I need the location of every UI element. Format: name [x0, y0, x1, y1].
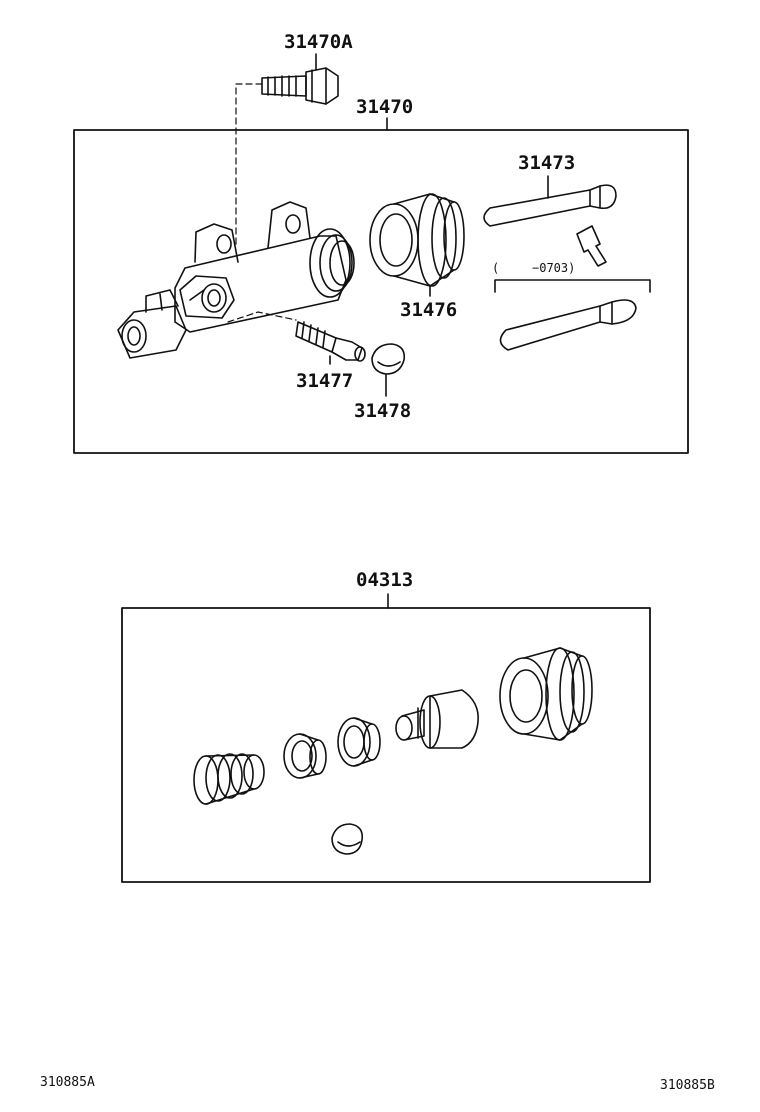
callout-31473: 31473: [518, 152, 576, 174]
piston-cup-part: [283, 733, 327, 779]
push-rod-part: [483, 175, 617, 227]
callout-31470: 31470: [356, 96, 414, 118]
cap-part: [371, 343, 406, 397]
direction-arrow: [576, 225, 607, 267]
callout-31477: 31477: [296, 370, 354, 392]
callout-31476: 31476: [400, 299, 458, 321]
kit-boot-part: [499, 647, 593, 741]
applicability-bracket: [494, 279, 651, 293]
cylinder-assembly-frame: [73, 129, 689, 454]
callout-31478: 31478: [354, 400, 412, 422]
callout-31470A: 31470A: [284, 31, 353, 53]
applicability-note-range: −0703): [532, 261, 576, 275]
kit-cap-part: [331, 823, 364, 855]
slave-cylinder-body: [117, 201, 355, 359]
callout-04313: 04313: [356, 569, 414, 591]
illustration-code-right: 310885B: [660, 1078, 715, 1093]
bolt-guide-dashed: [235, 83, 263, 247]
plug-guide-dashed: [227, 311, 297, 323]
alternate-push-rod-part: [499, 299, 637, 351]
piston-part: [395, 689, 479, 749]
illustration-code-left: 310885A: [40, 1075, 95, 1090]
repair-kit-frame: [121, 607, 651, 883]
boot-part: [369, 193, 465, 297]
bleeder-plug-part: [295, 321, 366, 365]
seal-cup-part: [337, 717, 381, 767]
spring-part: [193, 753, 265, 805]
applicability-note-open: (: [492, 261, 500, 275]
bleeder-bolt-part: [261, 53, 339, 105]
